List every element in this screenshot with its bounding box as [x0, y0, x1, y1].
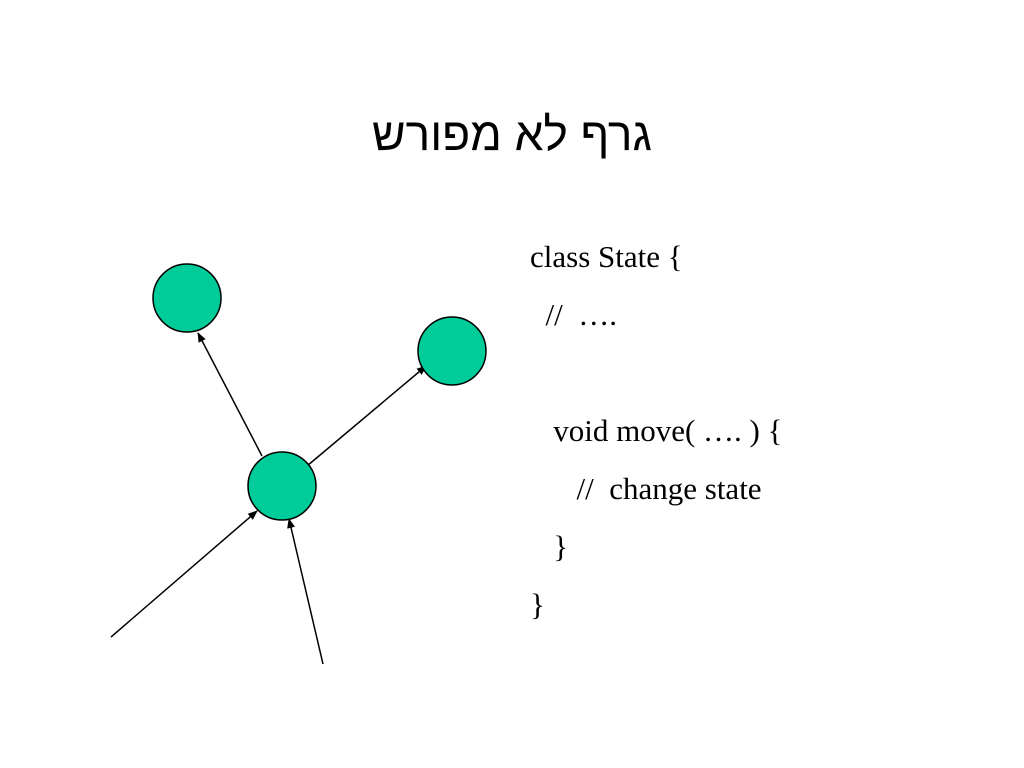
edge-center-to-top-left	[197, 332, 263, 457]
slide-title: גרף לא מפורש	[372, 108, 652, 160]
edge-center-to-top-right	[306, 365, 427, 467]
code-line-comment: // ….	[530, 297, 617, 332]
edge-left-to-center	[110, 510, 258, 638]
node-top-left	[152, 263, 222, 333]
code-line-method-close: }	[530, 529, 569, 564]
code-snippet: class State { // …. void move( …. ) { //…	[530, 228, 970, 634]
node-center	[247, 451, 317, 521]
code-line-method-declaration: void move( …. ) {	[530, 413, 783, 448]
code-line-method-comment: // change state	[530, 471, 762, 506]
node-top-right	[417, 316, 487, 386]
edge-bottom-to-center	[287, 518, 324, 665]
code-line-blank	[530, 344, 970, 402]
code-line-class-close: }	[530, 587, 545, 622]
code-line-class-declaration: class State {	[530, 239, 683, 274]
